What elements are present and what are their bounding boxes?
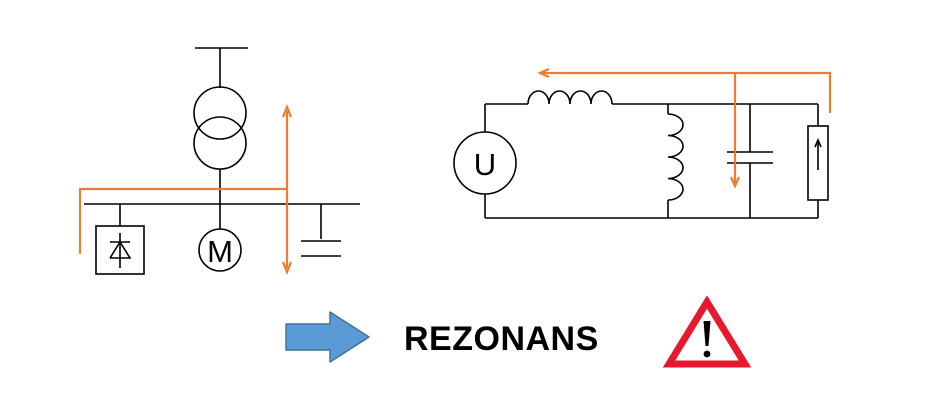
flow-arrowhead-down bbox=[729, 176, 741, 189]
rectifier-icon bbox=[95, 225, 145, 275]
network-single-line-diagram: M bbox=[78, 47, 360, 275]
motor-symbol bbox=[198, 228, 242, 272]
warning-triangle-icon bbox=[662, 295, 752, 368]
motor-label: M bbox=[207, 234, 233, 269]
capacitor-bank-icon bbox=[301, 204, 341, 257]
equivalent-circuit-diagram: U bbox=[453, 67, 832, 219]
harmonic-current-path-right bbox=[543, 71, 832, 113]
flow-arrowhead-left bbox=[537, 67, 550, 79]
shunt-inductor-symbol bbox=[667, 113, 684, 201]
harmonic-current-path-left bbox=[78, 187, 287, 254]
right-arrow-icon bbox=[285, 311, 370, 363]
transformer-symbol bbox=[193, 86, 247, 170]
voltage-source-label: U bbox=[474, 147, 496, 182]
series-inductor-symbol bbox=[527, 90, 613, 105]
current-arrow-double bbox=[281, 104, 293, 275]
current-source-symbol bbox=[807, 104, 829, 218]
resonance-caption: REZONANS bbox=[404, 320, 599, 358]
